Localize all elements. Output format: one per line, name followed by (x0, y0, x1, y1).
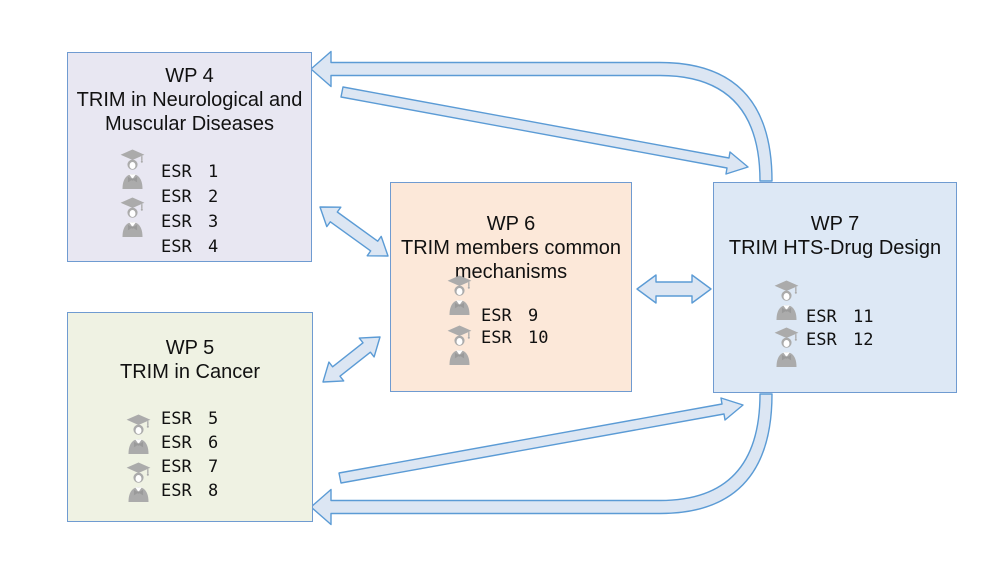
esr-number: 11 (853, 306, 874, 327)
wp7-subtitle: TRIM HTS-Drug Design (728, 237, 942, 259)
wp5-box: WP 5 TRIM in Cancer ESR 5 ESR 6 ESR 7 ESR 8 (67, 312, 313, 522)
arrow-wp7-to-wp4-curved (310, 50, 773, 182)
wp7-box: WP 7 TRIM HTS-Drug Design ESR 11 ESR 12 (713, 182, 957, 393)
esr-row: ESR 4 (161, 234, 218, 259)
graduate-student-icon (447, 325, 472, 365)
esr-label: ESR (161, 457, 192, 477)
esr-row: ESR 3 (161, 209, 218, 234)
esr-row: ESR 1 (161, 159, 218, 184)
wp4-subtitle: TRIM in Neurological and Muscular Diseas… (76, 89, 303, 135)
graduate-student-icon (774, 280, 799, 320)
wp6-title: WP 6 (486, 213, 536, 235)
wp6-subtitle: TRIM members common mechanisms (400, 237, 622, 283)
wp6-box: WP 6 TRIM members common mechanisms ESR 9… (390, 182, 632, 392)
wp5-title: WP 5 (165, 337, 215, 359)
esr-number: 9 (528, 306, 539, 326)
esr-row: ESR 5 (161, 407, 218, 431)
esr-number: 7 (208, 457, 219, 477)
esr-label: ESR (161, 211, 192, 232)
wp4-box: WP 4 TRIM in Neurological and Muscular D… (67, 52, 312, 262)
esr-label: ESR (161, 409, 192, 429)
esr-label: ESR (161, 433, 192, 453)
esr-number: 1 (208, 161, 219, 182)
esr-number: 3 (208, 211, 219, 232)
esr-number: 5 (208, 409, 219, 429)
graduate-student-icon (120, 149, 145, 189)
esr-number: 6 (208, 433, 219, 453)
graduate-student-icon (126, 414, 151, 454)
esr-number: 10 (528, 328, 549, 348)
graduate-student-icon (120, 197, 145, 237)
esr-number: 8 (208, 481, 219, 501)
esr-label: ESR (161, 161, 192, 182)
esr-number: 2 (208, 186, 219, 207)
wp6-esr-list: ESR 9 ESR 10 (481, 305, 548, 349)
esr-row: ESR 6 (161, 431, 218, 455)
esr-label: ESR (161, 236, 192, 257)
esr-row: ESR 12 (806, 328, 873, 351)
esr-row: ESR 2 (161, 184, 218, 209)
esr-number: 12 (853, 329, 874, 350)
arrow-wp4-wp6-two-way (319, 206, 389, 257)
esr-label: ESR (161, 186, 192, 207)
esr-number: 4 (208, 236, 219, 257)
esr-row: ESR 10 (481, 327, 548, 349)
graduate-student-icon (447, 275, 472, 315)
esr-row: ESR 9 (481, 305, 548, 327)
arrow-wp5-wp6-two-way (322, 336, 381, 383)
wp5-subtitle: TRIM in Cancer (119, 361, 261, 383)
graduate-student-icon (774, 327, 799, 367)
wp4-title: WP 4 (165, 65, 214, 87)
wp5-esr-list: ESR 5 ESR 6 ESR 7 ESR 8 (161, 407, 218, 503)
arrow-wp7-to-wp5-curved (310, 393, 773, 526)
esr-label: ESR (161, 481, 192, 501)
arrow-wp4-to-wp7-straight (340, 86, 749, 175)
arrow-wp5-to-wp7-straight (338, 397, 744, 484)
esr-row: ESR 8 (161, 479, 218, 503)
esr-label: ESR (806, 329, 837, 350)
esr-label: ESR (481, 306, 512, 326)
graduate-student-icon (126, 462, 151, 502)
wp4-esr-list: ESR 1 ESR 2 ESR 3 ESR 4 (161, 159, 218, 259)
esr-row: ESR 7 (161, 455, 218, 479)
wp7-title: WP 7 (810, 213, 860, 235)
esr-label: ESR (806, 306, 837, 327)
esr-label: ESR (481, 328, 512, 348)
wp7-esr-list: ESR 11 ESR 12 (806, 305, 873, 351)
arrow-wp6-wp7-two-way (636, 274, 712, 304)
esr-row: ESR 11 (806, 305, 873, 328)
